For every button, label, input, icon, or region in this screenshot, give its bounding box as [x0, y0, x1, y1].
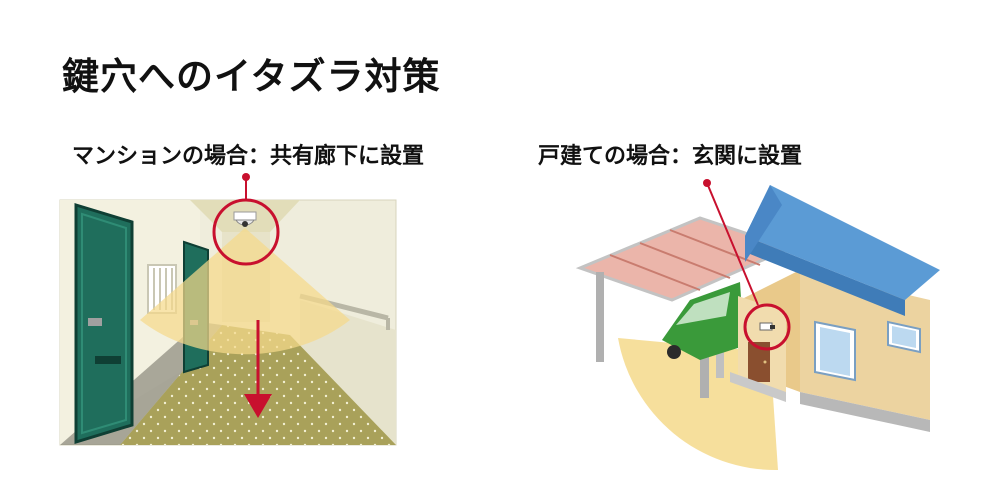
- marker-dot: [703, 179, 711, 187]
- house-window: [814, 320, 856, 382]
- corridor-illustration: [59, 173, 397, 446]
- carport-post: [596, 272, 604, 362]
- camera-coverage-cone: [140, 228, 350, 355]
- house-roof: [745, 185, 940, 300]
- caption-mansion: マンションの場合：共有廊下に設置: [72, 144, 425, 169]
- camera-highlight-circle: [743, 303, 791, 351]
- house-illustration: [575, 179, 940, 471]
- apartment-door-near: [74, 202, 134, 445]
- entrance-step: [730, 372, 786, 402]
- marker-dot: [242, 173, 250, 181]
- marker-leader-line: [706, 182, 759, 306]
- page-title: 鍵穴へのイタズラ対策: [62, 55, 441, 98]
- house-window: [887, 320, 921, 354]
- caption-house: 戸建ての場合：玄関に設置: [538, 144, 803, 169]
- camera-highlight-circle: [212, 198, 280, 266]
- door-camera-icon: [759, 322, 775, 331]
- dome-camera-icon: [233, 211, 257, 227]
- front-door: [748, 342, 770, 382]
- direction-arrow-head: [244, 394, 272, 418]
- car-icon: [662, 282, 744, 360]
